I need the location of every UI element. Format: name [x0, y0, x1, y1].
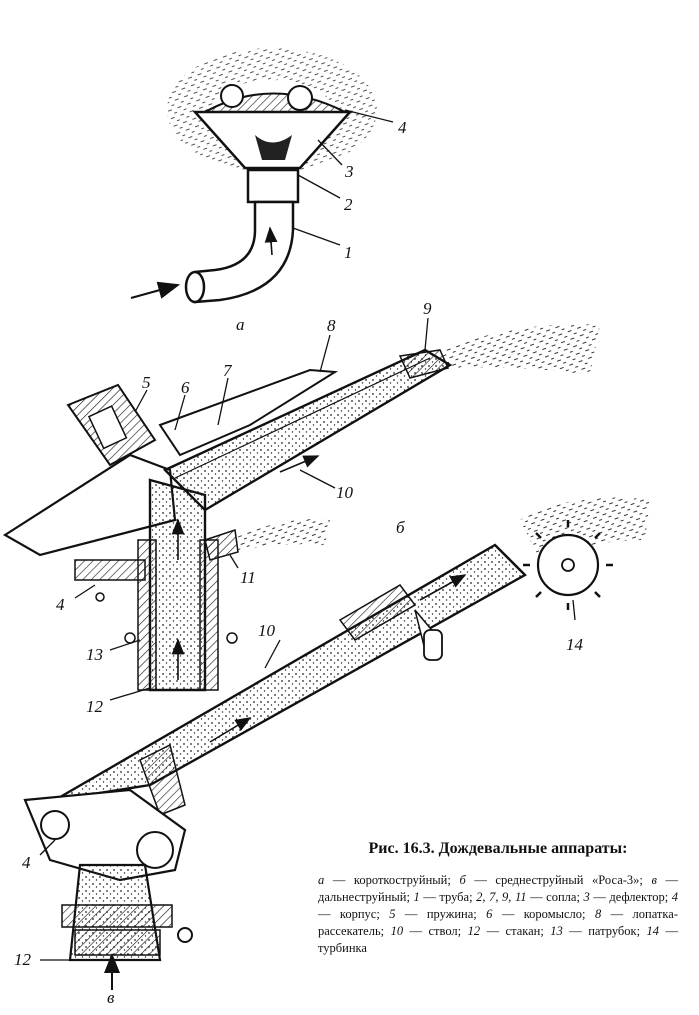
figure-caption: Рис. 16.3. Дождевальные аппараты: а — ко… — [318, 840, 678, 957]
barrel-v — [54, 543, 527, 802]
label-a-2: 2 — [344, 195, 353, 214]
label-b-4: 4 — [56, 595, 65, 614]
caption-key: б — [459, 873, 466, 887]
flow-arrow-a — [130, 281, 181, 300]
label-b-6: 6 — [181, 378, 190, 397]
spray-jet-main — [440, 324, 600, 375]
label-v-10: 10 — [258, 621, 276, 640]
caption-text: — труба; — [419, 890, 477, 904]
caption-key: 5 — [389, 907, 396, 921]
caption-key: 12 — [467, 924, 481, 938]
sprinkler-a-short-range: 4 3 2 1 а — [130, 48, 407, 334]
label-a-3: 3 — [344, 162, 354, 181]
label-v-12: 12 — [14, 950, 32, 969]
caption-key: 4 — [671, 890, 679, 904]
caption-text: — корпус; — [318, 907, 390, 921]
label-b-12: 12 — [86, 697, 104, 716]
label-b-9: 9 — [423, 299, 432, 318]
caption-key: 8 — [594, 907, 602, 921]
label-b-11: 11 — [240, 568, 256, 587]
label-b-7: 7 — [223, 361, 233, 380]
supply-pipe — [193, 200, 295, 304]
label-b-13: 13 — [86, 645, 103, 664]
caption-key: а — [318, 873, 325, 887]
caption-key: 14 — [646, 924, 660, 938]
caption-text: — дальнеструйный; — [318, 873, 678, 904]
caption-text: — среднеструйный «Роса-3»; — [465, 873, 652, 887]
label-a-1: 1 — [344, 243, 353, 262]
caption-text: — лопатка-рассекатель; — [318, 907, 678, 938]
nozzle-neck — [246, 168, 300, 204]
caption-text: — дефлектор; — [589, 890, 672, 904]
caption-key: 3 — [583, 890, 590, 904]
spray-jet-secondary — [235, 519, 330, 550]
label-b-5: 5 — [142, 373, 151, 392]
caption-key: 10 — [390, 924, 404, 938]
caption-text: — сопла; — [526, 890, 584, 904]
caption-key: 2, 7, 9, 11 — [476, 890, 527, 904]
caption-text: — стакан; — [480, 924, 551, 938]
label-sub-v: в — [107, 988, 115, 1007]
label-a-4: 4 — [398, 118, 407, 137]
caption-body: а — короткоструйный; б — среднеструйный … — [318, 872, 678, 957]
caption-key: 6 — [486, 907, 493, 921]
caption-text: — патрубок; — [562, 924, 647, 938]
label-v-14: 14 — [566, 635, 584, 654]
caption-text: — коромысло; — [492, 907, 595, 921]
caption-title: Рис. 16.3. Дождевальные аппараты: — [368, 840, 628, 857]
caption-text: — ствол; — [403, 924, 468, 938]
label-sub-b: б — [396, 518, 405, 537]
caption-text: — пружина; — [395, 907, 487, 921]
sprinkler-b-medium-range: 5 6 7 8 9 10 11 4 13 12 б — [2, 299, 600, 716]
caption-key: в — [651, 873, 657, 887]
caption-key: 1 — [413, 890, 420, 904]
caption-text: — короткоструйный; — [324, 873, 460, 887]
label-sub-a: а — [236, 315, 245, 334]
caption-key: 13 — [550, 924, 563, 938]
label-v-4: 4 — [22, 853, 31, 872]
caption-text: — турбинка — [318, 924, 679, 955]
label-b-10: 10 — [336, 483, 354, 502]
label-b-8: 8 — [327, 316, 336, 335]
sprinkler-v-long-range: 10 14 4 12 в — [14, 497, 650, 1007]
